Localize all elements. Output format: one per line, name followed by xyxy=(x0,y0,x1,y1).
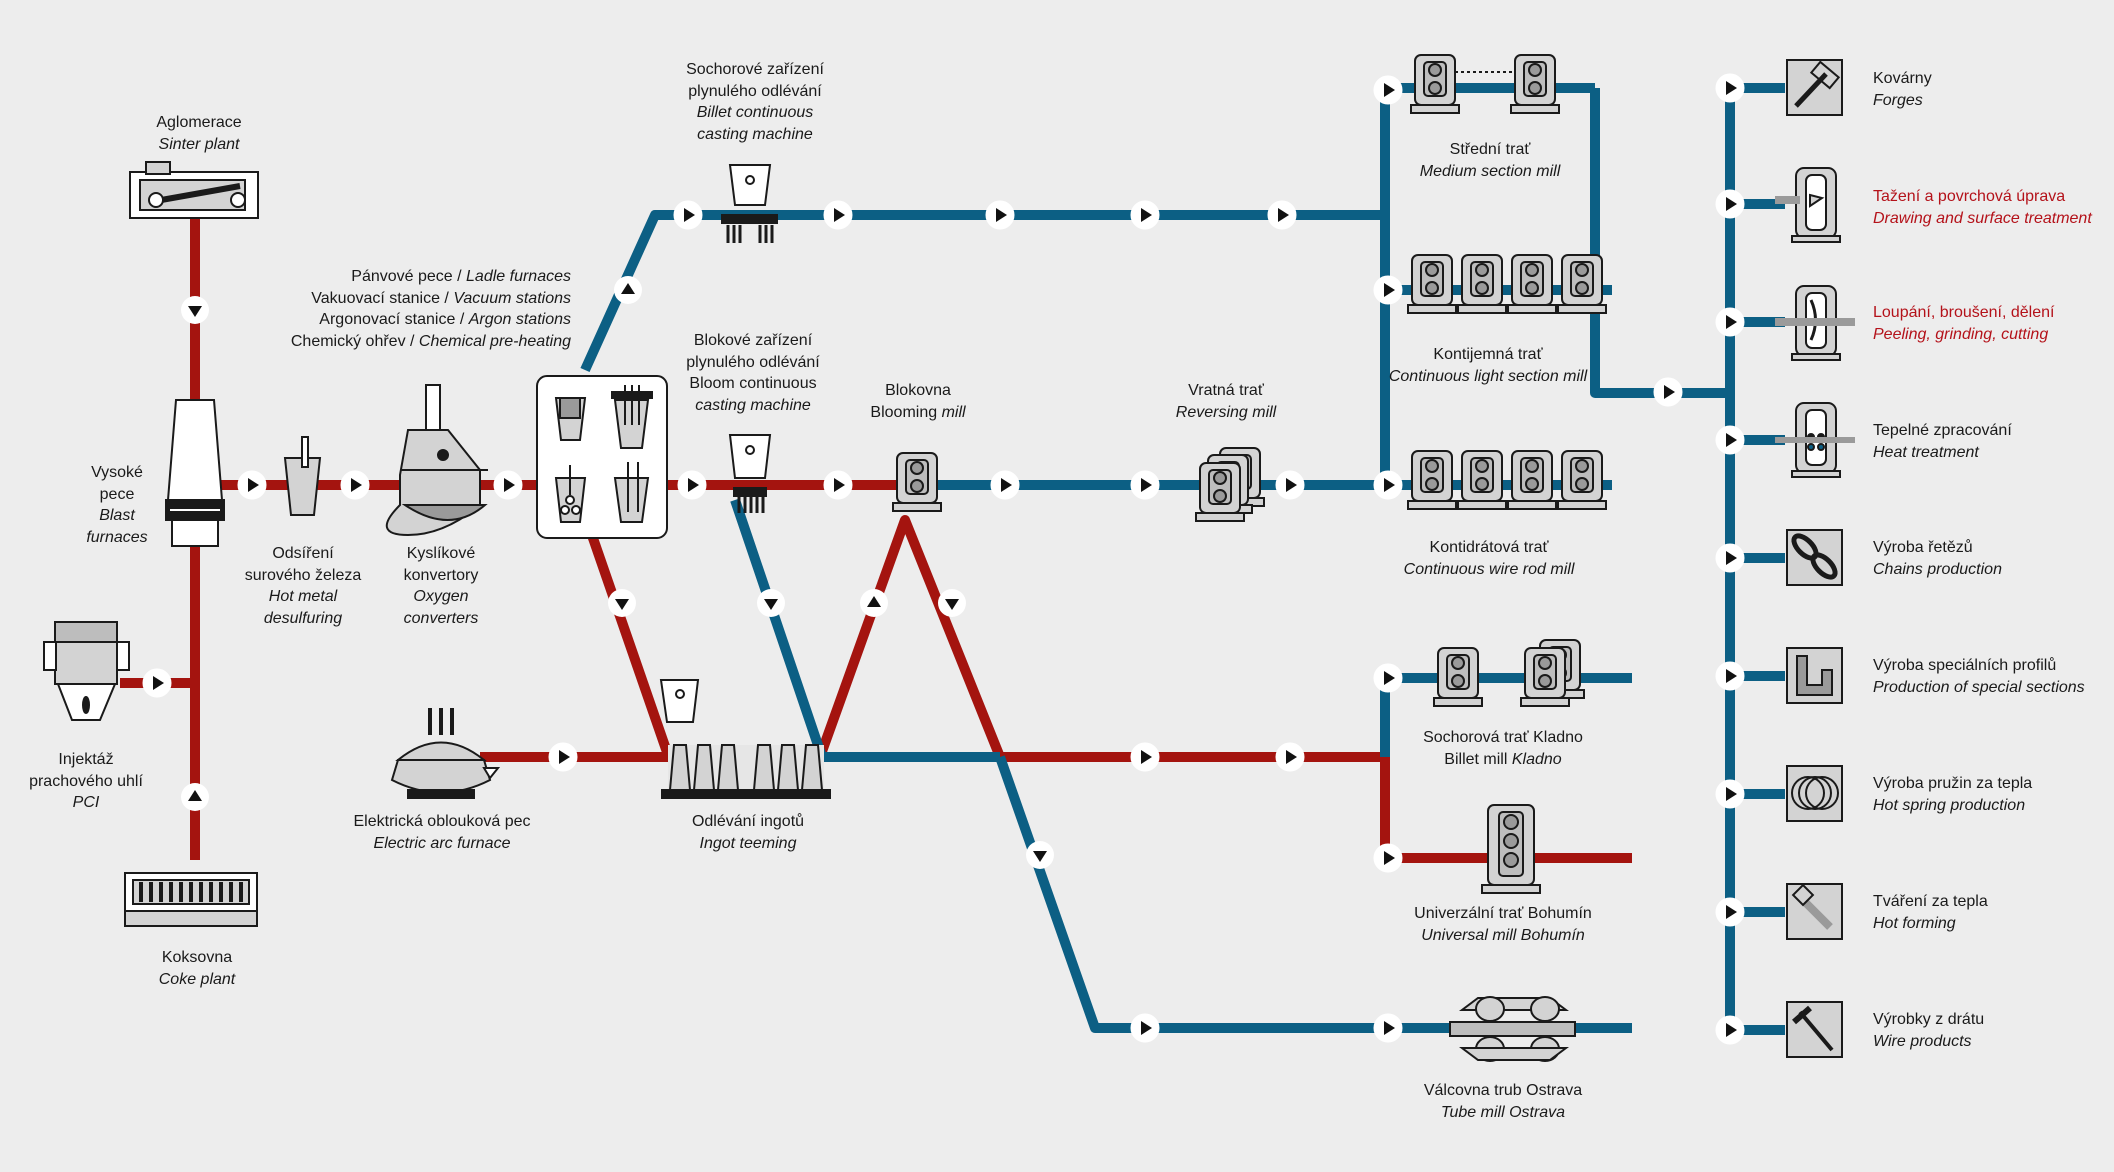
tube-mill-icon xyxy=(1449,996,1576,1062)
secondary-metallurgy-icon xyxy=(536,375,668,539)
reversing-mill-icon xyxy=(1195,447,1265,522)
label-secondary-metallurgy: Pánvové pece / Ladle furnaces Vakuovací … xyxy=(290,268,571,350)
heat-icon xyxy=(1775,402,1855,478)
chain-icon xyxy=(1786,529,1843,586)
coke-plant-icon xyxy=(124,872,258,927)
bolt-icon xyxy=(1786,883,1843,940)
spring-icon xyxy=(1786,765,1843,822)
profile-icon xyxy=(1786,647,1843,704)
blast-furnace-icon xyxy=(165,399,225,547)
ingot-teeming-icon xyxy=(659,679,831,799)
desulfuring-icon xyxy=(283,436,322,516)
universal-mill-icon xyxy=(1481,804,1541,894)
pci-icon xyxy=(43,621,130,721)
drawing-icon xyxy=(1775,167,1841,243)
light-section-mill-icon xyxy=(1407,254,1607,314)
hammer-icon xyxy=(1786,59,1843,116)
blooming-mill-icon xyxy=(892,452,942,512)
bloom-ccm-icon xyxy=(728,434,772,513)
billet-ccm-icon xyxy=(721,164,778,243)
peeling-icon xyxy=(1775,285,1855,361)
eaf-icon xyxy=(390,708,501,799)
medium-mill-icon xyxy=(1410,54,1560,114)
converter-icon xyxy=(386,384,488,537)
nail-icon xyxy=(1786,1001,1843,1058)
sinter-plant-icon xyxy=(129,161,259,219)
